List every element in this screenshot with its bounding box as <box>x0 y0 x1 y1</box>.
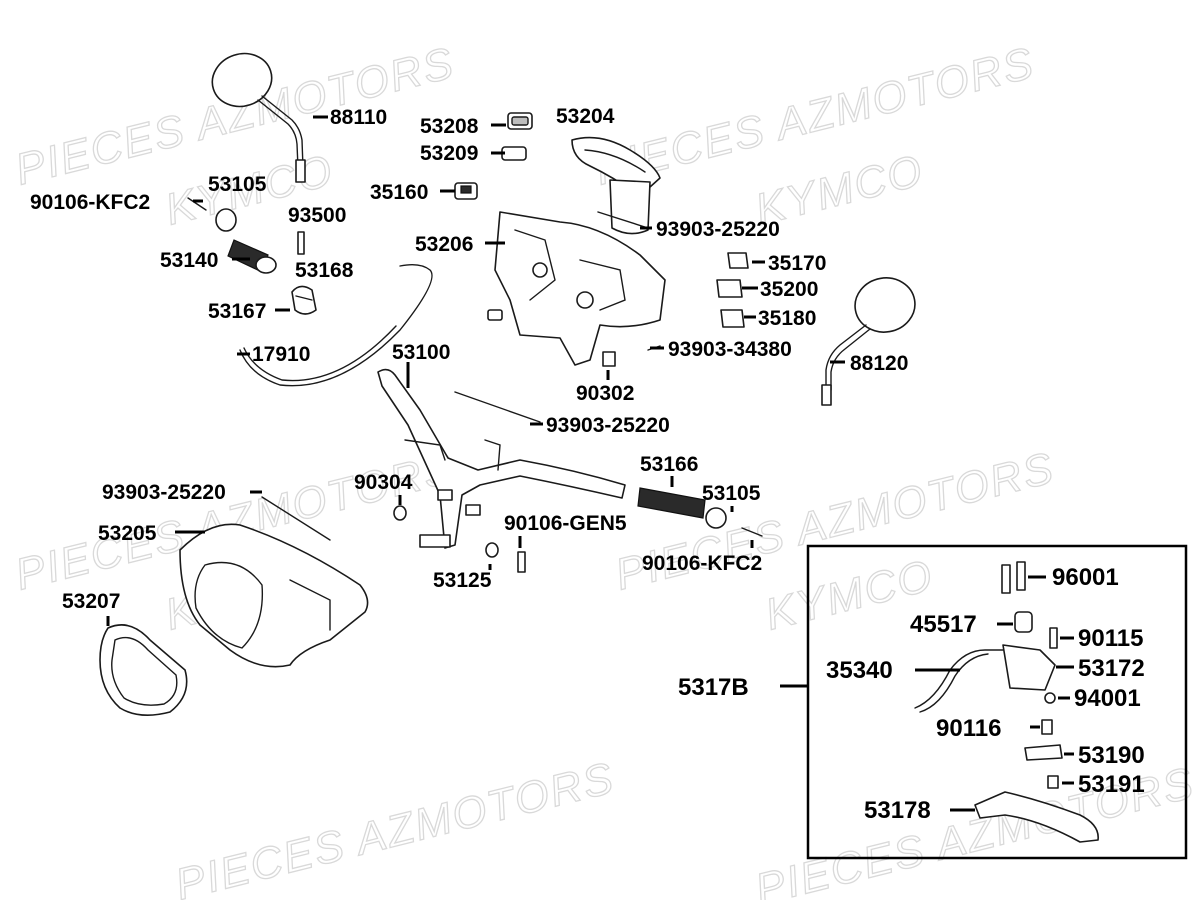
label-53168: 53168 <box>295 259 354 282</box>
label-5317B: 5317B <box>678 674 749 701</box>
label-45517: 45517 <box>910 611 977 638</box>
screw-93903-25220-c <box>261 496 331 541</box>
weight-53105-left <box>215 208 237 232</box>
label-53208: 53208 <box>420 115 479 138</box>
leader-lines <box>106 115 1074 812</box>
bolt-90302 <box>602 351 616 367</box>
label-90115: 90115 <box>1078 625 1143 652</box>
label-53207: 53207 <box>62 590 120 613</box>
top-cover-53204 <box>571 136 661 235</box>
switch-35200 <box>716 279 743 298</box>
label-35200: 35200 <box>760 278 818 301</box>
front-cover-53205 <box>179 523 369 668</box>
brake-assembly <box>914 561 1099 843</box>
label-93500: 93500 <box>288 204 346 227</box>
label-94001: 94001 <box>1074 685 1141 712</box>
label-35180: 35180 <box>758 307 816 330</box>
screw-93500 <box>297 231 305 255</box>
label-53204: 53204 <box>556 105 615 128</box>
part-labels: 88110 53208 53204 53209 90106-KFC2 53105… <box>30 105 1145 824</box>
screw-93903-25220-a <box>597 211 649 229</box>
rear-cover-53206 <box>494 211 666 366</box>
cover-53209 <box>501 146 527 161</box>
label-53166: 53166 <box>640 453 698 476</box>
label-90304: 90304 <box>354 471 413 494</box>
switch-35170 <box>727 252 749 269</box>
label-90106-kfc2-right: 90106-KFC2 <box>642 552 762 575</box>
label-53105-top: 53105 <box>208 173 267 196</box>
label-93903-25220-c: 93903-25220 <box>102 481 226 504</box>
cable-17910 <box>239 263 433 387</box>
switch-35180 <box>720 309 745 328</box>
nut-90304 <box>393 505 407 521</box>
grip-right <box>637 487 706 519</box>
label-53140: 53140 <box>160 249 218 272</box>
spacer-53125 <box>485 542 499 558</box>
label-93903-25220-b: 93903-25220 <box>546 414 670 437</box>
label-93903-34380: 93903-34380 <box>668 338 792 361</box>
label-90302: 90302 <box>576 382 634 405</box>
label-53209: 53209 <box>420 142 478 165</box>
label-96001: 96001 <box>1052 564 1119 591</box>
mirror-left <box>211 52 306 183</box>
label-53167: 53167 <box>208 300 266 323</box>
label-53105-right: 53105 <box>702 482 761 505</box>
bolt-90106-gen5 <box>517 551 526 573</box>
label-93903-25220-a: 93903-25220 <box>656 218 780 241</box>
label-35340: 35340 <box>826 657 893 684</box>
handlebar-53100 <box>377 368 626 549</box>
mirror-right <box>821 277 916 406</box>
bracket-53167 <box>291 285 317 315</box>
label-53191: 53191 <box>1078 771 1145 798</box>
label-88110: 88110 <box>330 106 387 129</box>
label-53205: 53205 <box>98 522 157 545</box>
label-53190: 53190 <box>1078 742 1145 769</box>
label-53206: 53206 <box>415 233 473 256</box>
label-90106-gen5: 90106-GEN5 <box>504 512 627 535</box>
assembly-box-5317B <box>806 544 1188 860</box>
label-17910: 17910 <box>252 343 310 366</box>
label-53125: 53125 <box>433 569 492 592</box>
weight-53105-right <box>705 507 727 529</box>
label-53178: 53178 <box>864 797 931 824</box>
lens-53207 <box>99 624 188 716</box>
label-90116: 90116 <box>936 715 1001 742</box>
label-53100: 53100 <box>392 341 450 364</box>
label-90106-kfc2-top: 90106-KFC2 <box>30 191 150 214</box>
label-53172: 53172 <box>1078 655 1145 682</box>
grip-left <box>227 239 277 274</box>
label-35160: 35160 <box>370 181 428 204</box>
watermark-text: PIECES AZMOTORS <box>171 753 620 900</box>
label-88120: 88120 <box>850 352 908 375</box>
label-35170: 35170 <box>768 252 826 275</box>
